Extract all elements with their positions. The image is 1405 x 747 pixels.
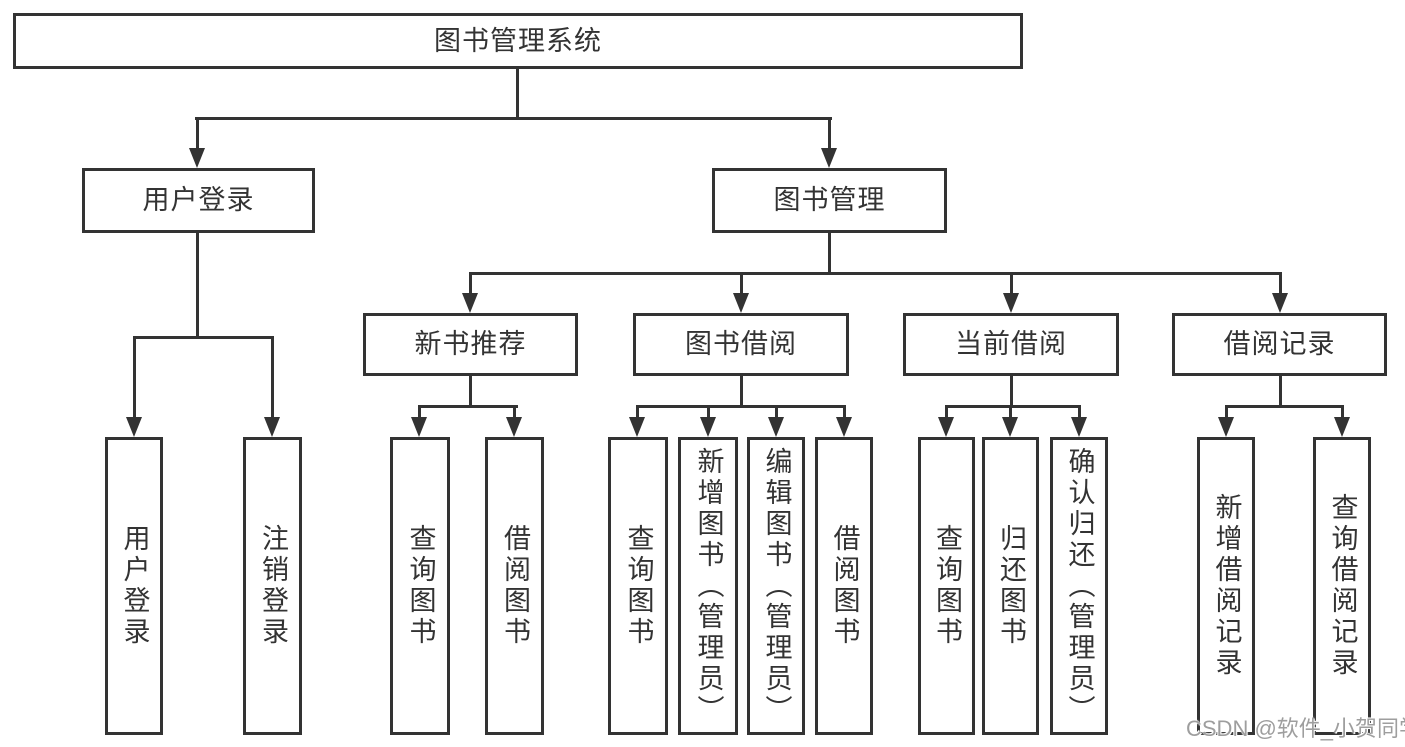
leaf-query-borrow-record: 查询借阅记录 (1313, 437, 1371, 735)
leaf-query-book-current-label: 查询图书 (932, 524, 962, 648)
watermark: CSDN @软件_小贺同学 (1186, 716, 1405, 741)
leaf-query-book-recommend-label: 查询图书 (405, 524, 436, 648)
node-borrow-record: 借阅记录 (1172, 313, 1387, 376)
connector-vline (828, 233, 831, 275)
connector-arrowhead (1218, 417, 1234, 437)
leaf-return-book-label: 归还图书 (996, 524, 1026, 648)
connector-hline (469, 272, 1282, 275)
connector-arrowhead (821, 148, 837, 168)
leaf-confirm-return-admin: 确认归还（管理员） (1050, 437, 1108, 735)
node-user-login: 用户登录 (82, 168, 315, 233)
connector-arrowhead (189, 148, 205, 168)
connector-vline (271, 336, 274, 419)
connector-vline (469, 376, 472, 408)
connector-hline (418, 405, 518, 408)
node-book-management-label: 图书管理 (773, 185, 886, 215)
connector-vline (1341, 405, 1344, 419)
leaf-borrow-book-label: 借阅图书 (829, 524, 860, 648)
connector-arrowhead (733, 293, 749, 313)
connector-hline (945, 405, 1081, 408)
connector-hline (195, 117, 832, 120)
connector-vline (196, 117, 199, 150)
leaf-borrow-book: 借阅图书 (815, 437, 873, 735)
leaf-add-book-admin-label: 新增图书（管理员） (693, 446, 724, 726)
connector-vline (1010, 376, 1013, 408)
connector-arrowhead (462, 293, 478, 313)
connector-hline (133, 336, 274, 339)
connector-arrowhead (1272, 293, 1288, 313)
connector-vline (1279, 272, 1282, 295)
connector-vline (636, 405, 639, 419)
connector-vline (945, 405, 948, 419)
leaf-user-login: 用户登录 (105, 437, 163, 735)
connector-vline (740, 272, 743, 295)
connector-arrowhead (411, 417, 427, 437)
leaf-logout-label: 注销登录 (258, 524, 288, 648)
node-new-book-recommend: 新书推荐 (363, 313, 578, 376)
connector-vline (196, 233, 199, 339)
leaf-return-book: 归还图书 (982, 437, 1039, 735)
leaf-query-book-recommend: 查询图书 (390, 437, 450, 735)
connector-arrowhead (768, 417, 784, 437)
connector-arrowhead (264, 417, 280, 437)
node-book-borrow: 图书借阅 (633, 313, 849, 376)
leaf-add-borrow-record-label: 新增借阅记录 (1211, 493, 1242, 679)
connector-arrowhead (126, 417, 142, 437)
leaf-add-borrow-record: 新增借阅记录 (1197, 437, 1255, 735)
connector-vline (1225, 405, 1228, 419)
connector-vline (707, 405, 710, 419)
leaf-query-book-current: 查询图书 (918, 437, 975, 735)
connector-vline (1009, 405, 1012, 419)
connector-vline (513, 405, 516, 419)
connector-arrowhead (1003, 293, 1019, 313)
node-book-management: 图书管理 (712, 168, 947, 233)
node-book-borrow-label: 图书借阅 (685, 329, 797, 359)
leaf-edit-book-admin: 编辑图书（管理员） (747, 437, 805, 735)
connector-arrowhead (938, 417, 954, 437)
leaf-borrow-book-recommend-label: 借阅图书 (500, 524, 530, 648)
connector-arrowhead (1071, 417, 1087, 437)
leaf-add-book-admin: 新增图书（管理员） (678, 437, 738, 735)
node-current-borrow-label: 当前借阅 (955, 329, 1067, 359)
connector-vline (828, 117, 831, 150)
leaf-user-login-label: 用户登录 (119, 524, 150, 648)
connector-vline (1279, 376, 1282, 408)
connector-arrowhead (1334, 417, 1350, 437)
node-borrow-record-label: 借阅记录 (1223, 329, 1336, 359)
connector-vline (1078, 405, 1081, 419)
node-new-book-recommend-label: 新书推荐 (414, 329, 527, 359)
leaf-confirm-return-admin-label: 确认归还（管理员） (1064, 446, 1095, 726)
node-root: 图书管理系统 (13, 13, 1023, 69)
connector-arrowhead (1002, 417, 1018, 437)
connector-vline (516, 69, 519, 117)
connector-vline (740, 376, 743, 408)
connector-vline (469, 272, 472, 295)
connector-hline (1225, 405, 1344, 408)
connector-hline (636, 405, 846, 408)
connector-arrowhead (836, 417, 852, 437)
leaf-logout: 注销登录 (243, 437, 302, 735)
connector-vline (775, 405, 778, 419)
leaf-edit-book-admin-label: 编辑图书（管理员） (761, 446, 792, 726)
leaf-query-book-borrow-label: 查询图书 (623, 524, 654, 648)
connector-vline (1010, 272, 1013, 295)
connector-vline (418, 405, 421, 419)
node-root-label: 图书管理系统 (434, 25, 602, 56)
leaf-borrow-book-recommend: 借阅图书 (485, 437, 544, 735)
connector-arrowhead (700, 417, 716, 437)
leaf-query-book-borrow: 查询图书 (608, 437, 668, 735)
connector-vline (843, 405, 846, 419)
connector-arrowhead (629, 417, 645, 437)
node-user-login-label: 用户登录 (142, 185, 255, 215)
node-current-borrow: 当前借阅 (903, 313, 1119, 376)
connector-vline (133, 336, 136, 419)
connector-arrowhead (506, 417, 522, 437)
leaf-query-borrow-record-label: 查询借阅记录 (1327, 493, 1358, 679)
